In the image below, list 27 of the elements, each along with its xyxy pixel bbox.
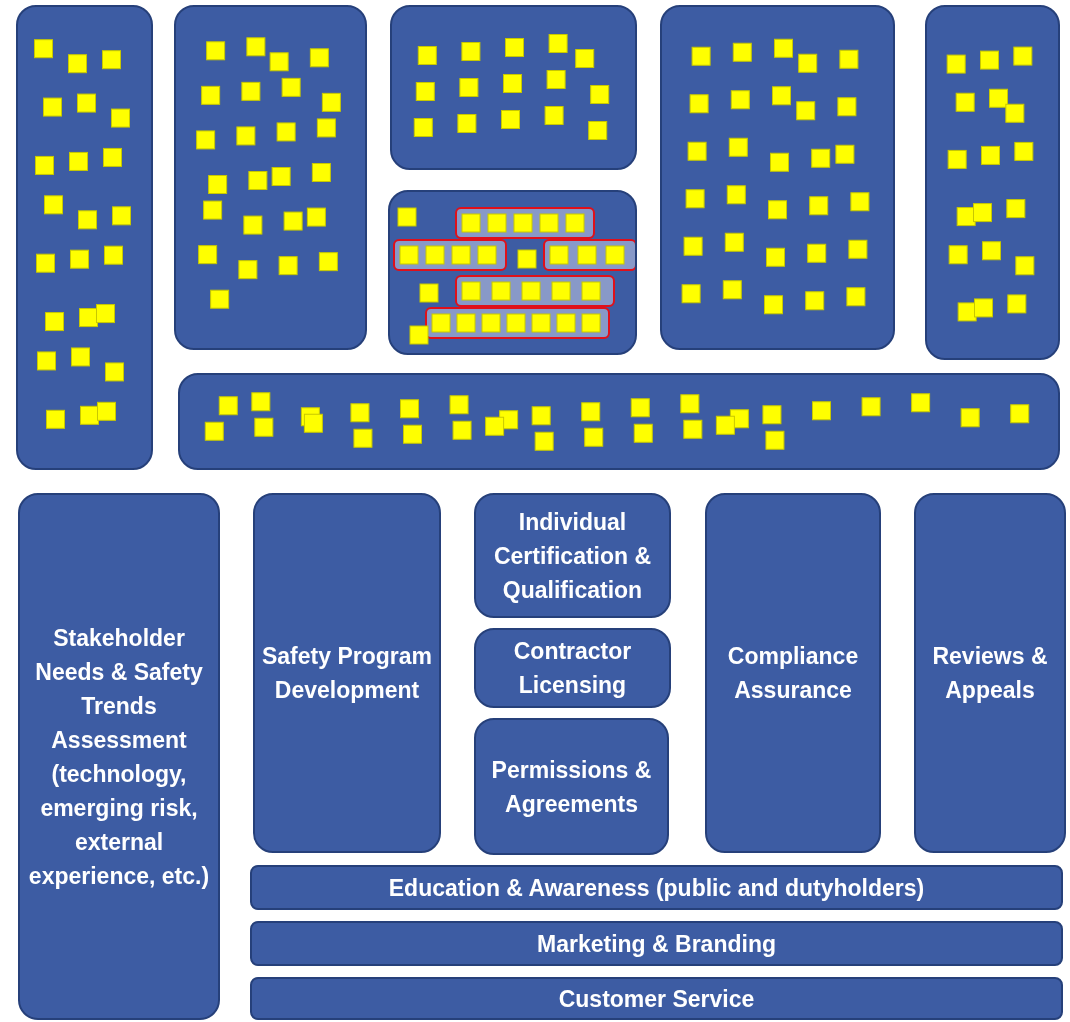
sticky-note-panel [178, 373, 1060, 470]
sticky-note-panel [16, 5, 153, 470]
box-label: Contractor Licensing [512, 637, 633, 700]
box-label: Compliance Assurance [726, 642, 860, 705]
function-box [253, 493, 441, 853]
function-box [914, 493, 1066, 853]
box-label: Reviews & Appeals [931, 642, 1049, 705]
box-label: Individual Certification & Qualification [492, 507, 653, 605]
function-box [250, 865, 1063, 910]
box-label: Safety Program Development [261, 642, 433, 705]
function-box [18, 493, 220, 1020]
function-box [705, 493, 881, 853]
box-label: Stakeholder Needs & Safety Trends Assessment (technology, emerging risk, external experience, etc.) [27, 623, 211, 891]
sticky-note-panel [388, 190, 637, 355]
sticky-note-panel [660, 5, 895, 350]
function-box [474, 718, 669, 855]
sticky-note-panel [390, 5, 637, 170]
box-label: Permissions & Agreements [490, 755, 653, 819]
function-box [250, 977, 1063, 1020]
function-box [250, 921, 1063, 966]
box-label: Marketing & Branding [536, 929, 777, 959]
function-box [474, 628, 671, 708]
function-box [474, 493, 671, 618]
sticky-note-panel [925, 5, 1060, 360]
sticky-note-panel [174, 5, 367, 350]
box-label: Customer Service [557, 984, 756, 1014]
box-label: Education & Awareness (public and dutyholders) [387, 873, 926, 903]
